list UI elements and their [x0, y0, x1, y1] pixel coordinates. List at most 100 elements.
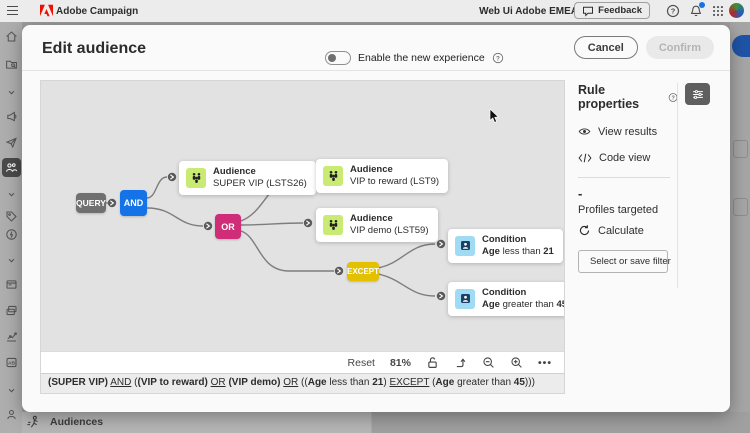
fit-view-icon[interactable]: [454, 356, 467, 369]
folder-search-icon[interactable]: [5, 58, 18, 71]
code-icon: [578, 153, 592, 163]
calculate-button[interactable]: Calculate: [578, 224, 678, 237]
toggle-label: Enable the new experience: [358, 52, 485, 64]
help-icon[interactable]: ?: [666, 4, 680, 18]
chart-icon[interactable]: [5, 330, 18, 343]
svg-text:?: ?: [496, 55, 500, 62]
canvas-settings-button[interactable]: [685, 83, 710, 105]
app-switcher-icon[interactable]: [711, 4, 725, 18]
card-label: Age greater than 45: [482, 298, 564, 310]
send-icon[interactable]: [5, 136, 18, 149]
zoom-in-icon[interactable]: [510, 356, 523, 369]
panel-title: Rule properties: [578, 83, 640, 111]
avatar[interactable]: [729, 3, 744, 18]
card-type: Condition: [482, 287, 527, 298]
toggle-help-icon[interactable]: ?: [492, 52, 504, 64]
view-results-button[interactable]: View results: [578, 125, 678, 138]
condition-icon: [455, 235, 475, 256]
background-page-right: [730, 22, 750, 433]
sidebar-item-audiences[interactable]: Audiences: [26, 415, 103, 429]
card-type: Audience: [350, 164, 393, 175]
audiences-run-icon: [27, 415, 38, 428]
cancel-button[interactable]: Cancel: [573, 36, 638, 59]
adobe-logo-icon: [40, 4, 53, 22]
background-card: [733, 140, 748, 158]
chevron-down-icon: [5, 188, 18, 201]
card-label: VIP to reward (LST9): [350, 175, 440, 187]
canvas-toolbar: Reset 81% •••: [41, 351, 564, 373]
card-type: Audience: [213, 166, 256, 177]
panel-help-icon[interactable]: ?: [668, 92, 678, 103]
audience-icon: [323, 214, 343, 235]
menu-icon[interactable]: [7, 6, 18, 15]
left-sidebar: AB: [0, 22, 22, 433]
sliders-icon: [692, 89, 703, 99]
stack-icon[interactable]: [5, 304, 18, 317]
page-title: Edit audience: [42, 40, 147, 57]
and-operator-node[interactable]: AND: [120, 190, 147, 216]
card-label: Age less than 21: [482, 245, 554, 257]
app-top-bar: Adobe Campaign Web Ui Adobe EMEA Feedbac…: [0, 0, 750, 22]
zoom-out-icon[interactable]: [482, 356, 495, 369]
eye-icon: [578, 128, 591, 135]
refresh-icon: [579, 225, 590, 236]
reset-button[interactable]: Reset: [347, 356, 375, 369]
chevron-down-icon: [5, 86, 18, 99]
new-experience-toggle[interactable]: [325, 51, 351, 65]
rule-formula: (SUPER VIP) AND ((VIP to reward) OR (VIP…: [41, 373, 564, 393]
environment-label: Web Ui Adobe EMEA: [479, 6, 578, 17]
svg-text:?: ?: [671, 7, 676, 16]
mouse-cursor: [489, 109, 500, 123]
new-experience-toggle-group: Enable the new experience ?: [325, 51, 504, 65]
notifications-bell-icon[interactable]: [689, 2, 705, 18]
panel-right-divider: [677, 83, 678, 288]
confirm-button[interactable]: Confirm: [645, 36, 714, 59]
select-save-filter-button[interactable]: Select or save filter: [578, 250, 671, 273]
card-type: Condition: [482, 234, 527, 245]
svg-text:AB: AB: [8, 361, 16, 367]
content-card-icon[interactable]: [5, 278, 18, 291]
except-operator-node[interactable]: EXCEPT: [347, 262, 379, 281]
audience-icon: [323, 165, 343, 186]
unlock-icon[interactable]: [426, 356, 439, 369]
zoom-level[interactable]: 81%: [389, 356, 411, 369]
audience-icon: [186, 167, 206, 188]
feedback-icon: [583, 6, 594, 17]
audiences-icon[interactable]: [2, 158, 21, 177]
profiles-count: -: [578, 186, 583, 201]
svg-text:?: ?: [671, 95, 674, 101]
card-type: Audience: [350, 213, 393, 224]
edit-audience-modal: Edit audience Enable the new experience …: [22, 25, 730, 412]
background-card: [733, 198, 748, 216]
more-icon[interactable]: •••: [537, 356, 552, 369]
condition-icon: [455, 288, 475, 309]
offer-icon[interactable]: [5, 228, 18, 241]
rule-properties-panel: Rule properties ? View results Code view…: [578, 83, 678, 273]
card-label: VIP demo (LST59): [350, 224, 429, 236]
card-label: SUPER VIP (LSTS26): [213, 177, 307, 189]
person-icon[interactable]: [5, 408, 18, 421]
profiles-targeted-label: Profiles targeted: [578, 204, 659, 216]
background-page-bottom: Audiences: [22, 412, 750, 433]
app-title: Adobe Campaign: [56, 6, 139, 17]
notification-dot: [699, 2, 705, 8]
code-view-button[interactable]: Code view: [578, 152, 678, 164]
home-icon[interactable]: [5, 30, 18, 43]
ab-badge-icon[interactable]: AB: [5, 356, 18, 369]
query-node[interactable]: QUERY: [76, 193, 106, 213]
price-tag-icon[interactable]: [5, 210, 18, 223]
chevron-down-icon: [5, 384, 18, 397]
header-divider: [22, 70, 730, 71]
or-operator-node[interactable]: OR: [215, 214, 241, 239]
background-primary-button: [732, 35, 750, 57]
chevron-down-icon: [5, 254, 18, 267]
feedback-button[interactable]: Feedback: [574, 2, 650, 19]
megaphone-icon[interactable]: [5, 110, 18, 123]
